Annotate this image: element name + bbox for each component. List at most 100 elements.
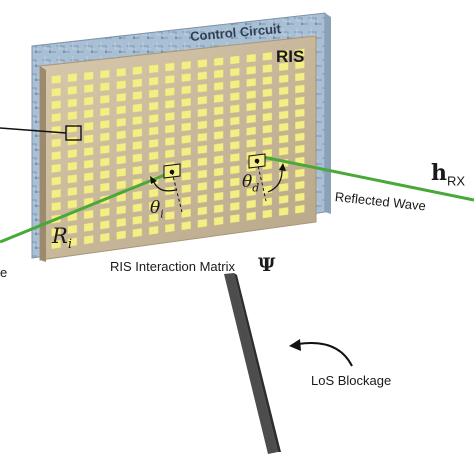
ris-element bbox=[100, 157, 110, 167]
ris-element bbox=[67, 148, 78, 159]
ris-element bbox=[83, 109, 94, 119]
ris-element bbox=[262, 88, 273, 98]
ris-element bbox=[230, 201, 240, 211]
ris-element bbox=[83, 184, 94, 194]
ris-element bbox=[230, 140, 240, 150]
ris-element bbox=[51, 201, 61, 212]
ris-element bbox=[181, 171, 191, 181]
ris-element bbox=[246, 126, 256, 136]
ris-element bbox=[181, 85, 191, 95]
ris-element bbox=[262, 124, 273, 134]
ris-element bbox=[132, 190, 143, 200]
ris-element bbox=[132, 165, 143, 175]
los-blockage-label: LoS Blockage bbox=[311, 373, 392, 388]
ris-element bbox=[230, 153, 240, 163]
ris-element bbox=[165, 99, 175, 109]
ris-element bbox=[230, 104, 240, 114]
ris-element bbox=[83, 235, 94, 245]
ris-element bbox=[181, 110, 191, 120]
ris-element bbox=[213, 179, 224, 189]
ris-element bbox=[51, 112, 61, 123]
ris-element bbox=[295, 180, 305, 190]
ris-element bbox=[67, 85, 78, 95]
ris-element bbox=[148, 64, 159, 74]
ris-element bbox=[83, 121, 94, 131]
ris-element bbox=[165, 87, 175, 97]
ris-element bbox=[295, 120, 305, 130]
ris-element bbox=[278, 86, 289, 96]
ris-element bbox=[197, 206, 208, 216]
interaction-matrix-label: RIS Interaction Matrix bbox=[110, 259, 235, 274]
ris-element bbox=[181, 147, 191, 157]
ris-element bbox=[295, 204, 305, 214]
ris-element bbox=[132, 78, 143, 88]
ris-element bbox=[197, 71, 208, 81]
ris-element bbox=[246, 187, 256, 197]
ris-element bbox=[83, 83, 94, 94]
ris-element bbox=[132, 140, 143, 150]
ris-element bbox=[246, 175, 256, 185]
ris-element bbox=[165, 74, 175, 84]
ris-element bbox=[116, 130, 126, 140]
ris-element bbox=[148, 114, 159, 124]
ris-element bbox=[83, 96, 94, 106]
ris-element bbox=[132, 203, 143, 213]
ris-element bbox=[148, 188, 159, 198]
incident-angle-arrow bbox=[150, 176, 157, 184]
unit-cell-pointer bbox=[0, 127, 67, 134]
ris-element bbox=[148, 138, 159, 148]
ris-element bbox=[278, 62, 289, 72]
ris-element bbox=[100, 69, 110, 79]
ris-element bbox=[67, 123, 78, 133]
ris-element bbox=[51, 163, 61, 173]
ris-element bbox=[83, 134, 94, 144]
ris-element bbox=[197, 83, 208, 93]
ris-element bbox=[165, 124, 175, 134]
incident-wave-label-fragment: e bbox=[0, 265, 8, 280]
ris-element bbox=[100, 182, 110, 192]
ris-element bbox=[295, 168, 305, 178]
ris-board-edge bbox=[40, 66, 46, 262]
ris-element bbox=[278, 110, 289, 120]
los-blockage-bar-edge bbox=[234, 273, 281, 452]
ris-element bbox=[230, 67, 240, 77]
ris-element bbox=[246, 78, 256, 87]
ris-element bbox=[51, 227, 61, 237]
departure-angle-label: θd bbox=[242, 172, 260, 195]
ris-element bbox=[51, 176, 61, 186]
ris-element bbox=[213, 130, 224, 140]
ris-element bbox=[67, 111, 78, 121]
ris-element bbox=[197, 59, 208, 68]
ris-element bbox=[295, 96, 305, 106]
departure-angle-arc bbox=[267, 167, 283, 193]
ris-element bbox=[262, 112, 273, 122]
ris-element bbox=[230, 92, 240, 102]
ris-element bbox=[116, 142, 126, 153]
ris-element bbox=[197, 218, 208, 228]
ris-element bbox=[181, 60, 191, 70]
ris-element bbox=[51, 125, 61, 135]
ris-element bbox=[100, 170, 110, 180]
ris-element bbox=[197, 181, 208, 191]
ris-element bbox=[132, 91, 143, 101]
ris-element bbox=[148, 200, 159, 211]
ris-element bbox=[181, 159, 191, 169]
ris-element bbox=[197, 169, 208, 179]
ris-element bbox=[83, 159, 94, 169]
ris-element bbox=[100, 220, 110, 230]
departure-angle-text: θd bbox=[242, 172, 260, 195]
ris-element bbox=[197, 108, 208, 118]
ris-element bbox=[213, 204, 224, 214]
ris-element bbox=[262, 76, 273, 86]
ris-element bbox=[116, 230, 126, 240]
ris-element bbox=[165, 149, 175, 159]
ris-element bbox=[100, 232, 110, 243]
ris-element bbox=[165, 136, 175, 146]
ris-element bbox=[230, 165, 240, 175]
ris-element bbox=[67, 174, 78, 184]
ris-element bbox=[262, 173, 273, 183]
ris-element bbox=[148, 101, 159, 111]
ris-element bbox=[246, 199, 256, 209]
